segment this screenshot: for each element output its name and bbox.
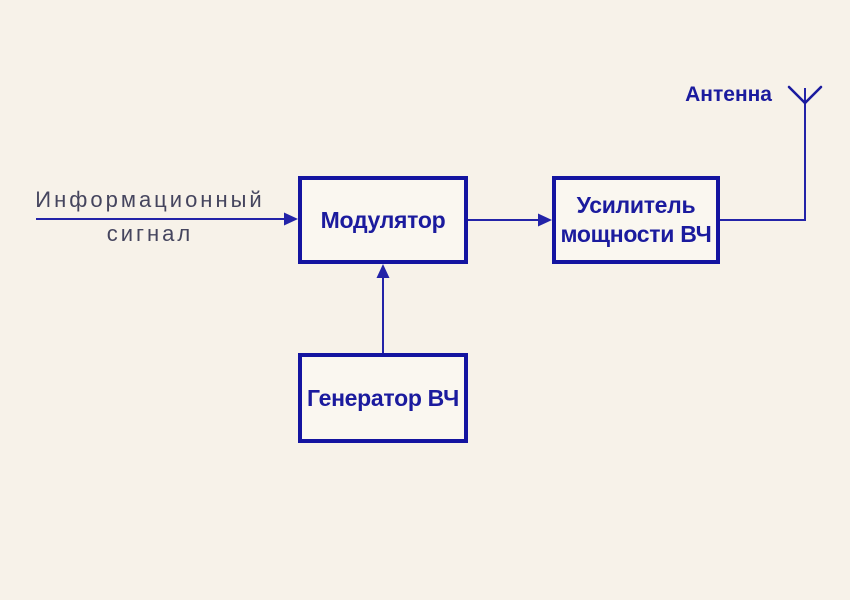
input-signal-arrow <box>36 212 298 226</box>
amplifier-to-antenna-wire <box>720 88 806 221</box>
rf-power-amplifier-label-line2: мощности ВЧ <box>560 221 712 247</box>
antenna-label: Антенна <box>685 83 772 106</box>
antenna-icon <box>787 85 823 105</box>
rf-power-amplifier-block: Усилитель мощности ВЧ <box>552 176 720 264</box>
modulator-label: Модулятор <box>320 206 446 233</box>
modulator-block: Модулятор <box>298 176 468 264</box>
rf-generator-block: Генератор ВЧ <box>298 353 468 443</box>
generator-to-modulator-arrow <box>376 264 390 353</box>
rf-generator-label: Генератор ВЧ <box>307 384 459 411</box>
input-signal-label-line2: сигнал <box>106 221 194 246</box>
rf-power-amplifier-label: Усилитель мощности ВЧ <box>561 191 712 249</box>
modulator-to-amplifier-arrow <box>468 213 552 227</box>
input-signal-label-line1: Информационный <box>35 187 265 212</box>
rf-power-amplifier-label-line1: Усилитель <box>576 192 696 219</box>
